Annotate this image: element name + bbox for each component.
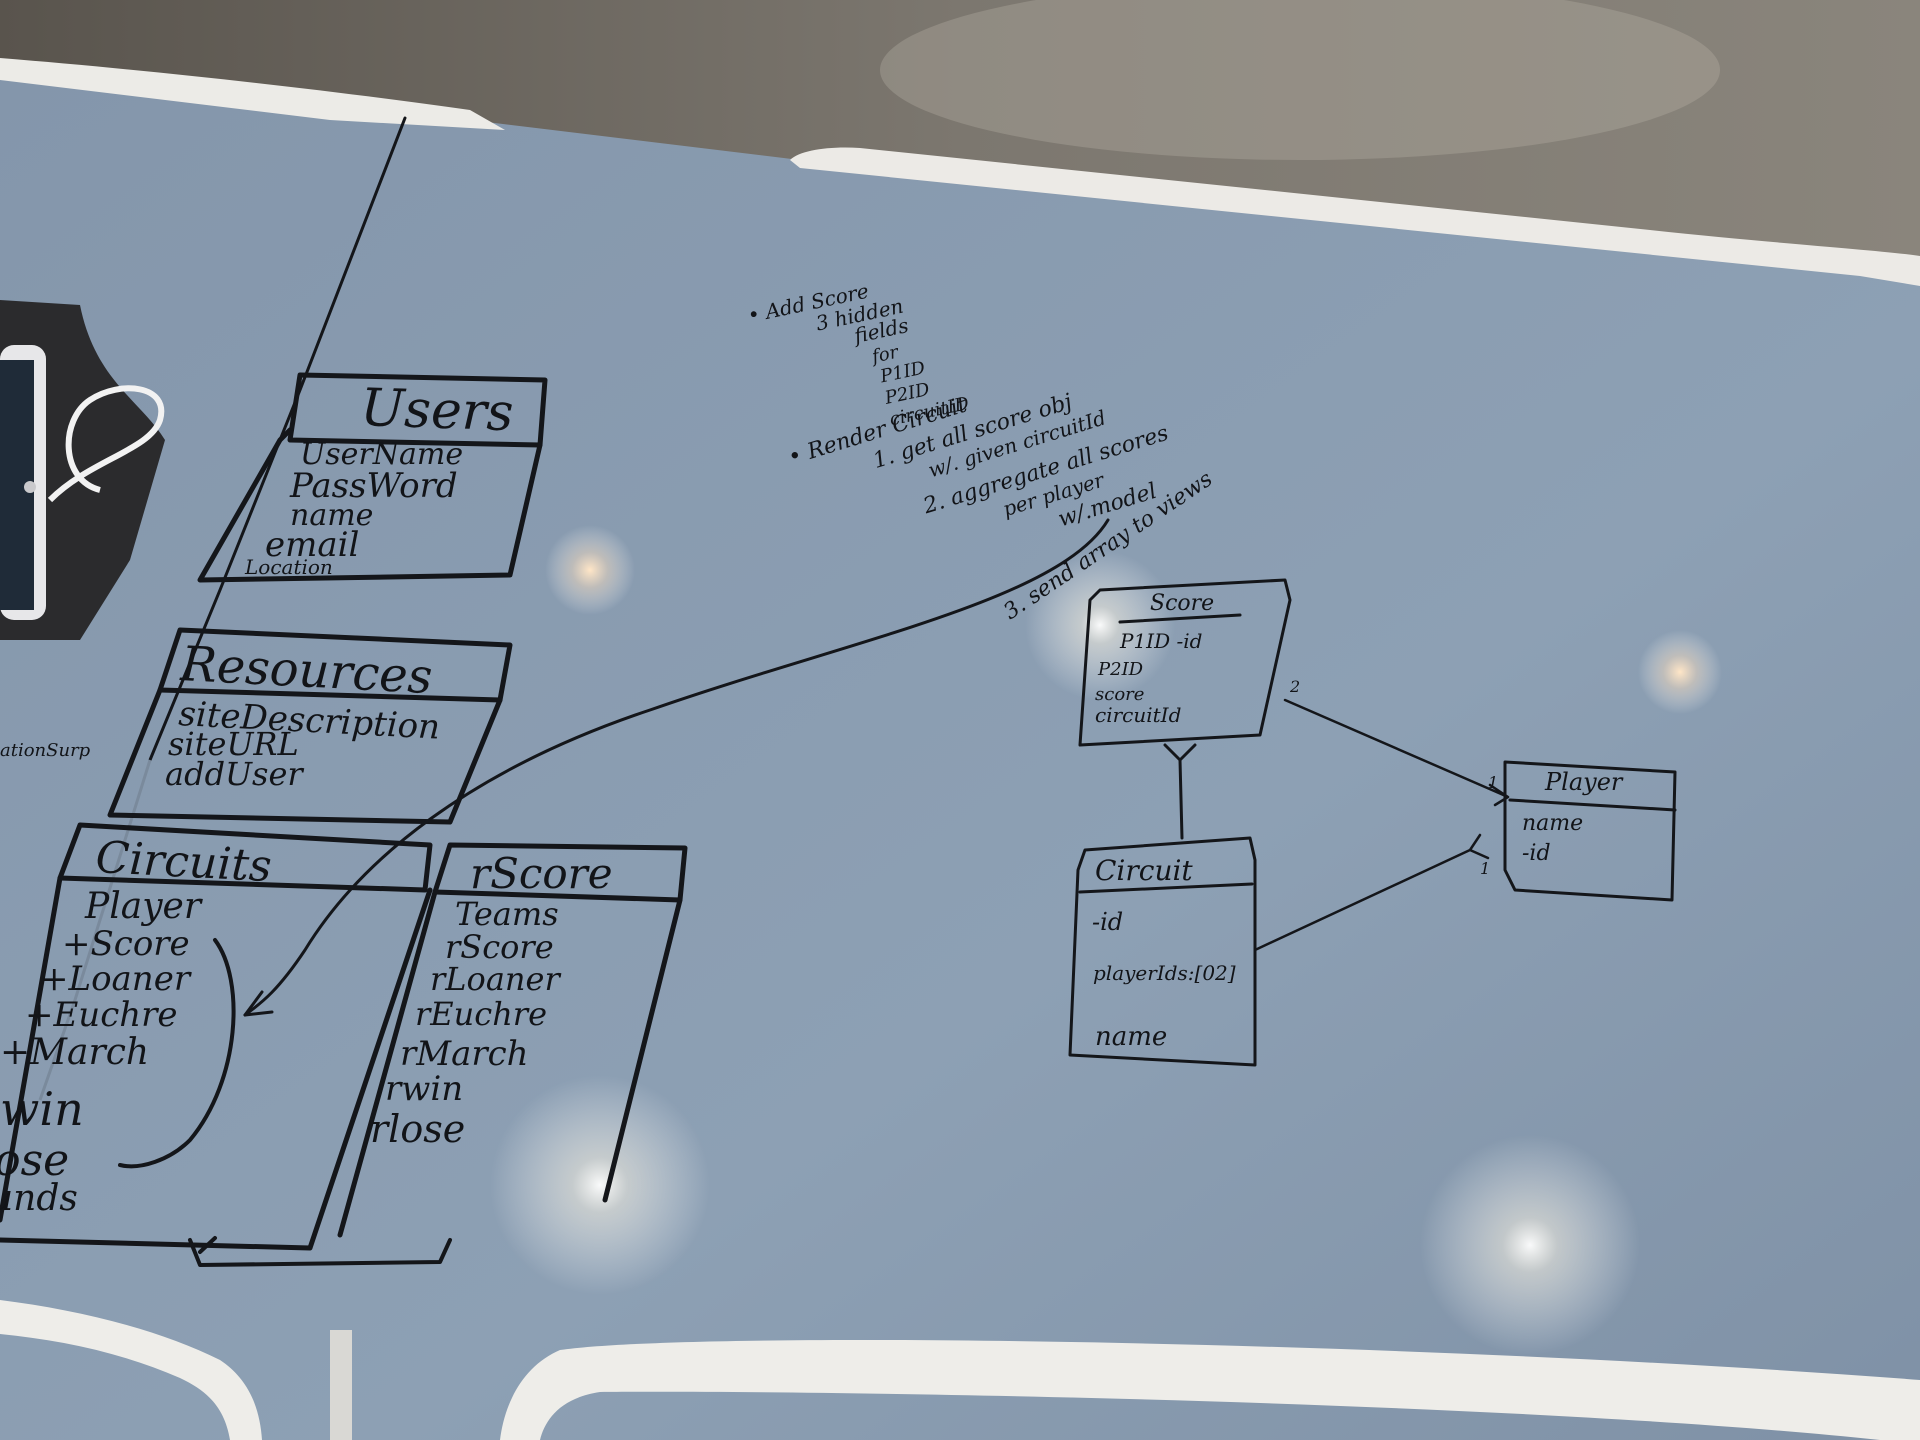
circuit-title: Circuit (1095, 854, 1193, 887)
circuit-field: playerIds:[02] (1093, 961, 1236, 985)
player-field: -id (1522, 841, 1551, 866)
rscore-field: rEuchre (415, 995, 547, 1033)
resources-title: Resources (178, 636, 433, 705)
cardinality-label: 2 (1289, 677, 1300, 696)
send-array-arrow (243, 518, 1110, 1017)
circuits-field: +Loaner (40, 959, 192, 999)
crow-foot (1163, 743, 1197, 840)
score-entity: Score P1ID -id P2ID score circuitId 2 (1078, 578, 1300, 840)
circuits-field: lose (0, 1135, 69, 1186)
cardinality-label: 1 (1488, 773, 1498, 792)
relation-circuit-player (1253, 833, 1490, 952)
users-field: UserName (300, 437, 463, 472)
users-title: Users (360, 378, 515, 443)
circuits-field: +Euchre (25, 995, 178, 1035)
rscore-title: rScore (470, 849, 613, 898)
cardinality-label: 1 (1480, 859, 1490, 878)
chair-leg (330, 1330, 352, 1440)
chair-back-top-left (0, 58, 505, 130)
table-edge-top-right (790, 147, 1920, 286)
circuits-field: unds (0, 1178, 78, 1219)
glare (490, 1075, 710, 1295)
score-field: circuitId (1095, 703, 1181, 727)
circuit-field: name (1095, 1022, 1167, 1052)
rscore-field: Teams (455, 895, 559, 933)
glare (545, 525, 635, 615)
relation-score-player (1283, 698, 1510, 807)
floor-sheen (880, 0, 1720, 160)
chair-bottom-right (500, 1340, 1920, 1440)
users-field: PassWord (289, 466, 458, 506)
rscore-field: rScore (445, 928, 554, 966)
score-field: P2ID (1097, 659, 1144, 680)
score-title: Score (1150, 591, 1214, 616)
resources-field: siteURL (168, 725, 299, 763)
circuits-bracket (118, 938, 236, 1169)
resources-field: addUser (165, 755, 304, 793)
rscore-field: rLoaner (430, 960, 561, 998)
resources-entity: Resources siteDescription siteURL addUse… (0, 627, 513, 825)
glare (1420, 1135, 1640, 1355)
rscore-field: rMarch (400, 1034, 529, 1074)
users-field: email (265, 525, 359, 565)
arrow-head (243, 990, 274, 1017)
circuits-field: win (0, 1082, 84, 1136)
cut-off-label: ationSurp (0, 740, 91, 761)
circuits-field: +March (0, 1032, 149, 1073)
crow-foot-bottom (188, 1236, 452, 1267)
score-field: score (1095, 684, 1144, 705)
circuit-entity: Circuit -id playerIds:[02] name (1068, 836, 1257, 1067)
table-top (0, 70, 1920, 1440)
circuits-field: Player (84, 886, 203, 927)
table-seam (148, 116, 407, 762)
circuits-entity: Circuits Player +Score +Loaner +Euchre +… (0, 822, 452, 1267)
circuits-field: +Score (62, 924, 190, 964)
player-entity: Player name -id 1 1 (1480, 760, 1677, 902)
chair-bottom-left (0, 1300, 262, 1440)
circuit-field: -id (1092, 908, 1123, 936)
tablet-device (0, 300, 165, 640)
users-entity: Users UserName PassWord name email Locat… (197, 372, 548, 583)
rscore-entity: rScore Teams rScore rLoaner rEuchre rMar… (337, 842, 688, 1238)
rscore-field: rlose (370, 1107, 465, 1151)
score-field: P1ID -id (1119, 629, 1202, 653)
glare (1638, 630, 1722, 714)
table-seam-lower (38, 759, 152, 1101)
rscore-field: rwin (385, 1069, 463, 1109)
player-title: Player (1544, 768, 1624, 796)
player-field: name (1522, 811, 1583, 836)
circuits-title: Circuits (94, 832, 273, 892)
users-field: Location (244, 555, 333, 579)
users-field: name (290, 498, 373, 533)
